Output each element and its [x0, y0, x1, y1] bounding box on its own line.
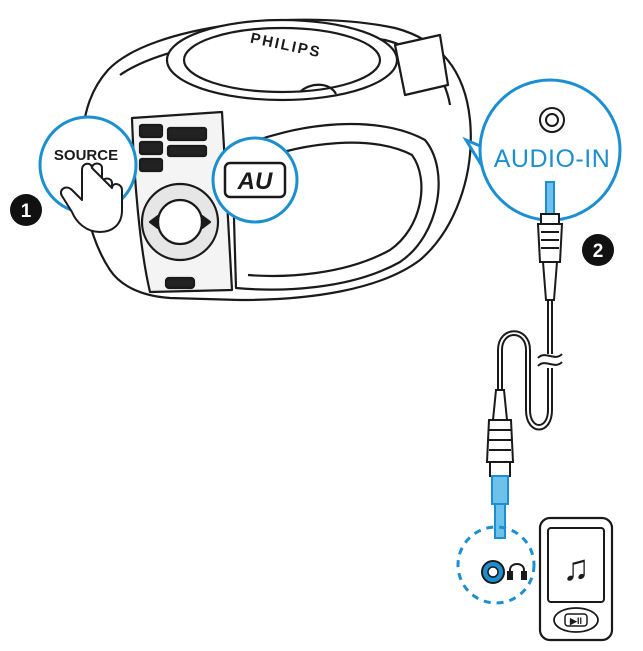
cable-break: [537, 353, 563, 359]
top-plug-strain: [541, 261, 559, 301]
audio-cable: [485, 181, 564, 539]
headphone-jack-dashed-circle: [456, 525, 536, 605]
panel-button: [138, 140, 164, 156]
bottom-plug-collar: [489, 461, 511, 477]
panel-button: [138, 157, 164, 173]
mp3-player: ♫ ▶II: [538, 516, 614, 642]
lid-latch: [299, 83, 337, 95]
source-label: SOURCE: [54, 147, 118, 164]
source-callout: SOURCE: [38, 115, 138, 233]
lcd-display: [223, 161, 287, 199]
music-note-icon: ♫: [563, 547, 590, 588]
bottom-plug-ring: [491, 475, 509, 505]
mp3-player-screen: [547, 527, 605, 603]
audio-in-label: AUDIO-IN: [494, 145, 611, 173]
headphone-icon: [507, 563, 527, 580]
cable-wire: [497, 300, 553, 431]
audio-in-jack-icon: [539, 107, 565, 133]
cable-break: [537, 361, 563, 367]
step-1-badge: 1: [10, 194, 42, 226]
panel-button: [166, 126, 208, 142]
top-plug-tip: [545, 181, 555, 215]
bottom-plug-tip: [494, 503, 506, 539]
step-2-circle: [582, 234, 614, 266]
hand-pointer-icon: [60, 162, 123, 233]
play-pause-button: [564, 613, 588, 627]
bottom-plug-strain: [491, 389, 509, 421]
display-text: AU: [237, 168, 273, 195]
step-1-number: 1: [21, 201, 32, 222]
boombox-handle: [393, 33, 450, 97]
step-2-badge: 2: [582, 234, 614, 266]
display-callout: AU: [211, 136, 299, 224]
step-1-circle: [10, 194, 42, 226]
control-wheel-inner: [156, 198, 204, 246]
bottom-port: [164, 276, 196, 290]
panel-button: [166, 144, 208, 158]
cd-lid: [165, 18, 399, 102]
step-2-number: 2: [593, 241, 604, 262]
control-wheel-arrow: [148, 214, 160, 230]
headphone-jack-callout: [456, 525, 536, 605]
top-plug-collar: [540, 213, 560, 225]
control-wheel-arrow: [200, 214, 212, 230]
top-plug-body: [536, 223, 564, 263]
audio-in-callout: AUDIO-IN: [462, 78, 622, 222]
panel-button: [138, 123, 164, 139]
speaker-inner: [244, 141, 423, 278]
play-pause-label: ▶II: [569, 616, 582, 626]
cd-lid-inner: [182, 26, 382, 94]
